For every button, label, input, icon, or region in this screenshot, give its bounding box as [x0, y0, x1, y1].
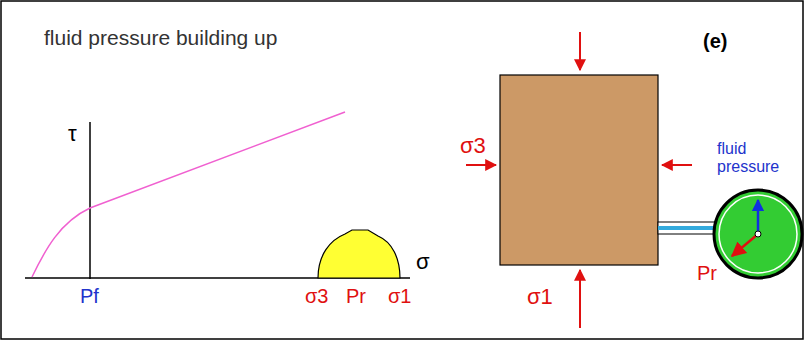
panel-letter: (e): [703, 30, 727, 52]
pressure-gauge: [714, 190, 802, 278]
stress-label: σ1: [527, 285, 553, 309]
stress-label: σ1: [388, 285, 411, 307]
fluid-tube: [658, 222, 716, 234]
failure-envelope: [32, 112, 345, 277]
rock-sample: [500, 75, 658, 265]
stress-label: σ3: [460, 134, 486, 158]
gauge-reading: Pr: [697, 262, 717, 284]
tau-axis: [89, 122, 91, 279]
axis-label: τ: [68, 122, 77, 146]
axis-label: σ: [416, 250, 430, 274]
gauge-pivot: [755, 231, 761, 237]
gauge-label: fluid pressure: [717, 140, 797, 175]
stress-arrow: [579, 270, 581, 328]
fluid: [658, 226, 716, 230]
gauge-rim: [719, 195, 797, 273]
diagram-title: fluid pressure building up: [44, 26, 277, 49]
stress-arrow: [466, 164, 496, 166]
mohr-circle: [318, 230, 400, 278]
gauge-needle: [732, 234, 758, 256]
gauge-needle: [757, 200, 760, 234]
stress-label: Pr: [346, 285, 366, 307]
stress-arrow: [662, 164, 692, 166]
stress-arrow: [579, 32, 581, 70]
stress-label: σ3: [305, 285, 328, 307]
fluid-pressure-label: Pf: [80, 285, 99, 307]
